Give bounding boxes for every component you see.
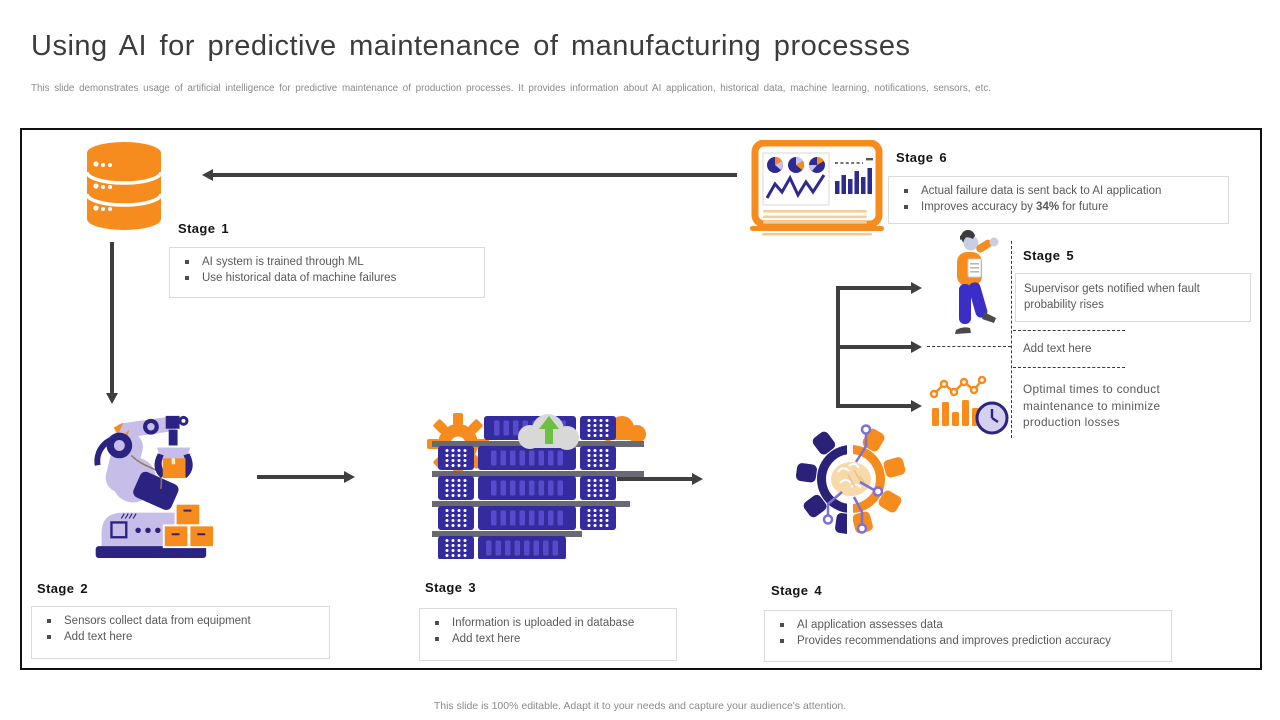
diagram-frame [20, 128, 1262, 670]
arrow-stage3-to-stage4 [617, 473, 703, 485]
stage6-bullet2-post: for future [1059, 201, 1109, 214]
dashed-divider-1 [1013, 330, 1125, 331]
dashed-divider-2 [1013, 367, 1125, 368]
arrow-branch-middle [836, 341, 922, 353]
arrow-branch-bottom [836, 400, 922, 412]
stage1-box: AI system is trained through ML Use hist… [169, 247, 485, 298]
dashed-connector-middle [927, 346, 1011, 347]
stage6-box: Actual failure data is sent back to AI a… [888, 176, 1229, 224]
stage6-bullet: Improves accuracy by 34% for future [895, 199, 1218, 215]
server-rack-cloud-upload-icon [418, 404, 656, 559]
arrow-stage6-to-database [202, 169, 737, 181]
robot-arm-icon [72, 402, 220, 560]
stage4-bullet: Provides recommendations and improves pr… [771, 633, 1161, 649]
stage3-box: Information is uploaded in database Add … [419, 608, 677, 661]
stage6-bullet: Actual failure data is sent back to AI a… [895, 183, 1218, 199]
bar-chart-clock-icon [928, 374, 1012, 438]
supervisor-person-icon [932, 230, 1004, 342]
stage1-bullet: Use historical data of machine failures [176, 270, 474, 286]
stage3-heading: Stage 3 [425, 580, 477, 595]
stage5-box: Supervisor gets notified when fault prob… [1015, 273, 1251, 322]
stage3-bullet: Add text here [426, 631, 666, 647]
stage6-bullet2-pre: Improves accuracy by [921, 201, 1037, 214]
stage3-bullet: Information is uploaded in database [426, 615, 666, 631]
stage1-heading: Stage 1 [178, 221, 230, 236]
analytics-dashboard-icon [750, 140, 884, 237]
arrow-stage2-to-stage3 [257, 471, 355, 483]
stage4-box: AI application assesses data Provides re… [764, 610, 1172, 662]
stage5-heading: Stage 5 [1023, 248, 1075, 263]
page-subtitle: This slide demonstrates usage of artific… [31, 83, 991, 94]
arrow-database-to-robot [106, 242, 118, 404]
stage2-heading: Stage 2 [37, 581, 89, 596]
stage1-bullet: AI system is trained through ML [176, 254, 474, 270]
stage5-add-text: Add text here [1023, 343, 1092, 355]
database-icon [84, 141, 164, 233]
stage6-accuracy-value: 34% [1036, 201, 1060, 214]
footer-note: This slide is 100% editable. Adapt it to… [433, 700, 847, 712]
stage2-box: Sensors collect data from equipment Add … [31, 606, 330, 659]
stage2-bullet: Sensors collect data from equipment [38, 613, 319, 629]
stage6-heading: Stage 6 [896, 150, 948, 165]
stage5-notification-text: Supervisor gets notified when fault prob… [1024, 283, 1200, 312]
stage4-heading: Stage 4 [771, 583, 823, 598]
page-title: Using AI for predictive maintenance of m… [31, 30, 911, 62]
dashed-separator-vertical [1011, 241, 1012, 438]
arrow-branch-top [836, 282, 922, 294]
stage5-optimal-text: Optimal times to conduct maintenance to … [1023, 382, 1161, 430]
stage2-bullet: Add text here [38, 629, 319, 645]
gear-brain-ai-icon [792, 420, 910, 538]
stage4-bullet: AI application assesses data [771, 617, 1161, 633]
